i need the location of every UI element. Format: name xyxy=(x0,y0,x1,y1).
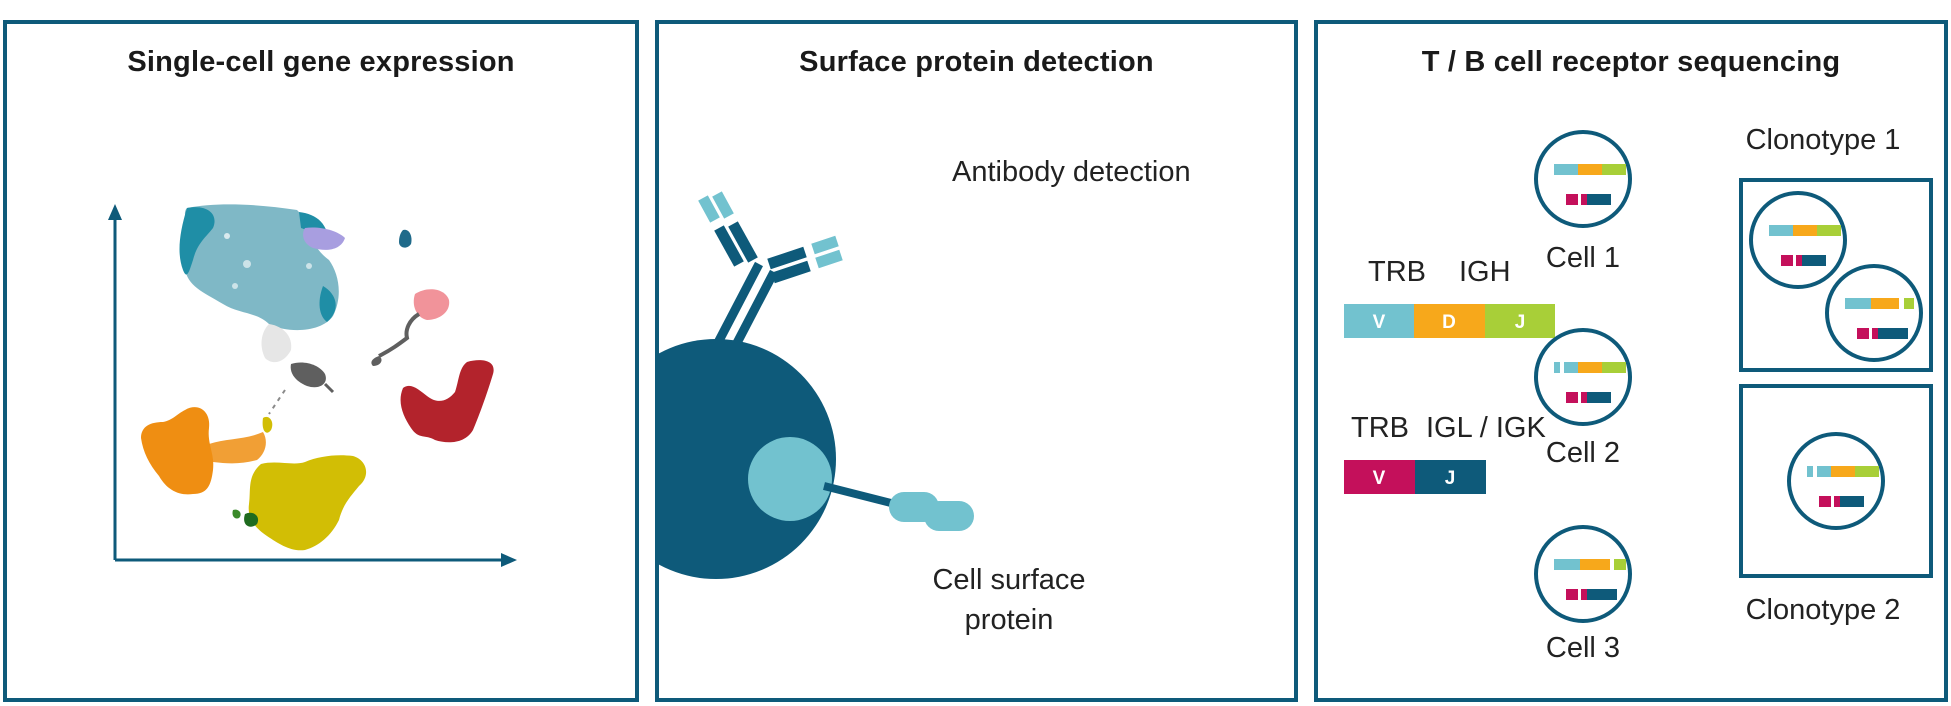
umap-axes xyxy=(113,212,507,562)
gene-expression-panel: Single-cell gene expression xyxy=(3,20,639,702)
protein-label: protein xyxy=(964,604,1054,636)
heavy-chain-label-a: TRB xyxy=(1368,256,1426,288)
cluster-orange xyxy=(141,407,273,495)
surface-protein-title: Surface protein detection xyxy=(799,46,1154,78)
light-chain-bar: V J xyxy=(1344,460,1486,494)
cell-2-label: Cell 2 xyxy=(1545,437,1621,469)
heavy-segment-v: V xyxy=(1373,312,1386,333)
receptor-illustration: V D J V J xyxy=(1344,130,1933,623)
cluster-yellow xyxy=(232,455,367,551)
y-axis-arrowhead xyxy=(108,204,122,220)
receptor-seq-title: T / B cell receptor sequencing xyxy=(1421,46,1841,78)
light-segment-v: V xyxy=(1373,468,1386,489)
heavy-chain-label-b: IGH xyxy=(1459,256,1511,288)
cell-3-label: Cell 3 xyxy=(1545,632,1621,664)
heavy-chain-bar: V D J xyxy=(1344,304,1555,338)
clonotype-2-box xyxy=(1739,384,1933,578)
gene-expression-title: Single-cell gene expression xyxy=(127,46,515,78)
clonotype-1-label: Clonotype 1 xyxy=(1745,124,1901,156)
clonotype-2-label: Clonotype 2 xyxy=(1745,594,1901,626)
cell-surface-label: Cell surface xyxy=(932,564,1086,596)
clonotype-1-box xyxy=(1739,178,1933,372)
light-chain-label-b: IGL / IGK xyxy=(1426,412,1546,444)
cell-3-circle xyxy=(1534,525,1632,623)
cell-1-label: Cell 1 xyxy=(1545,242,1621,274)
cell-2-circle xyxy=(1534,328,1632,426)
light-segment-j: J xyxy=(1445,468,1456,489)
cluster-dark-teal-small xyxy=(399,229,412,248)
cluster-lavender xyxy=(303,227,345,250)
surface-protein-shape xyxy=(823,482,974,531)
cluster-red xyxy=(400,360,494,443)
x-axis-arrowhead xyxy=(501,553,517,567)
heavy-segment-j: J xyxy=(1515,312,1526,333)
surface-protein-panel: Surface protein detection Antibody detec… xyxy=(655,20,1298,702)
cell-nucleus xyxy=(748,437,832,521)
cluster-gray xyxy=(261,324,335,415)
light-chain-label-a: TRB xyxy=(1351,412,1409,444)
cell-1-circle xyxy=(1534,130,1632,228)
heavy-segment-d: D xyxy=(1442,312,1456,333)
cluster-pink xyxy=(371,289,450,366)
antibody-shape xyxy=(698,191,843,367)
cluster-teal xyxy=(179,204,339,331)
antibody-detection-label: Antibody detection xyxy=(952,156,1191,188)
receptor-seq-panel: T / B cell receptor sequencing TRB IGH T… xyxy=(1314,20,1948,702)
umap-plot xyxy=(108,204,517,567)
cell-illustration xyxy=(659,191,974,579)
